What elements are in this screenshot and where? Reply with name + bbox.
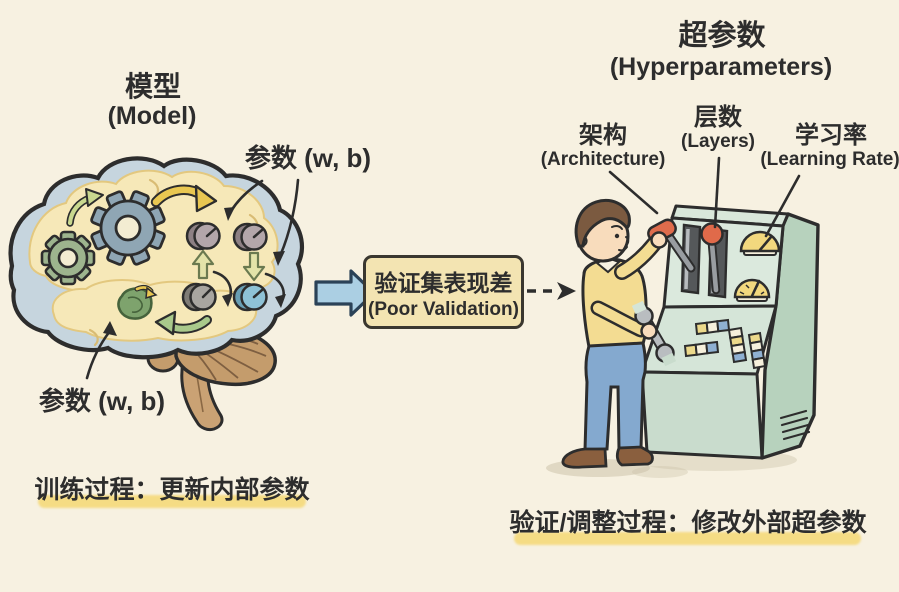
person-hand-left (640, 322, 658, 340)
flow-arrow (314, 269, 376, 317)
person-shoe-left (561, 447, 608, 469)
gauge-1 (739, 230, 781, 256)
param-label-bottom: 参数 (w, b) (38, 386, 166, 416)
caption-highlight-left (38, 495, 306, 508)
gear-icon-large (90, 190, 166, 266)
person (561, 199, 677, 469)
param-label-top: 参数 (w, b) (244, 143, 372, 173)
tuning-caption: 验证/调整过程：修改外部超参数 (509, 509, 867, 537)
lever-layers (700, 222, 724, 295)
label-learning-rate-zh: 学习率 (795, 122, 867, 149)
label-learning-rate-en: (Learning Rate) (760, 149, 899, 170)
knob-dial-2 (232, 222, 268, 252)
label-line-learning-rate (764, 174, 801, 238)
person-shoe-right (615, 445, 654, 467)
green-curved-arrow-bottom (154, 310, 212, 336)
green-up-arrow (191, 249, 215, 280)
machine-lower-front (640, 370, 764, 460)
person-arm-down (590, 300, 649, 338)
label-layers-en: (Layers) (681, 131, 755, 152)
yellow-curved-arrow (150, 184, 218, 213)
vent-lines (779, 409, 811, 441)
person-arm-up (614, 236, 662, 280)
training-caption: 训练过程：更新内部参数 (34, 476, 310, 504)
slider-horizontal-1 (694, 318, 731, 336)
label-connector-lines (608, 156, 801, 238)
brainstem (180, 360, 224, 432)
gear-icon-small (40, 230, 96, 286)
dashed-arrow (527, 282, 576, 300)
label-layers-zh: 层数 (694, 104, 742, 131)
tiny-yellow-arrow (134, 284, 158, 300)
poor-validation-box: 验证集表现差 (Poor Validation) (363, 255, 524, 329)
label-architecture-en: (Architecture) (540, 149, 666, 170)
brain-illustration (8, 156, 304, 432)
slider-vertical-2 (747, 331, 767, 370)
label-line-layers (713, 156, 721, 229)
green-down-arrow (242, 251, 266, 282)
person-hair (574, 199, 631, 248)
knob-dial-3 (181, 282, 217, 312)
control-panel-machine (640, 204, 820, 460)
green-curved-arrow-small (66, 188, 104, 227)
slider-vertical-1 (727, 326, 748, 364)
person-jeans (583, 341, 647, 452)
gauge-2 (733, 278, 771, 302)
model-title-en: (Model) (107, 102, 197, 130)
label-line-architecture (608, 170, 659, 215)
knob-dial-1 (185, 221, 221, 251)
hyper-title-zh: 超参数 (678, 20, 766, 52)
slider-horizontal-2 (683, 340, 720, 358)
hyper-title-en: (Hyperparameters) (609, 53, 833, 81)
param-annotation-arrowheads (103, 207, 286, 336)
knob-dial-4 (232, 282, 268, 312)
label-architecture-zh: 架构 (579, 122, 627, 149)
poor-validation-zh: 验证集表现差 (374, 269, 513, 296)
caption-highlight-right (514, 532, 861, 545)
poor-validation-en: (Poor Validation) (368, 298, 519, 320)
person-face (611, 224, 630, 252)
model-title-zh: 模型 (124, 71, 182, 102)
person-hand-right (650, 231, 668, 249)
